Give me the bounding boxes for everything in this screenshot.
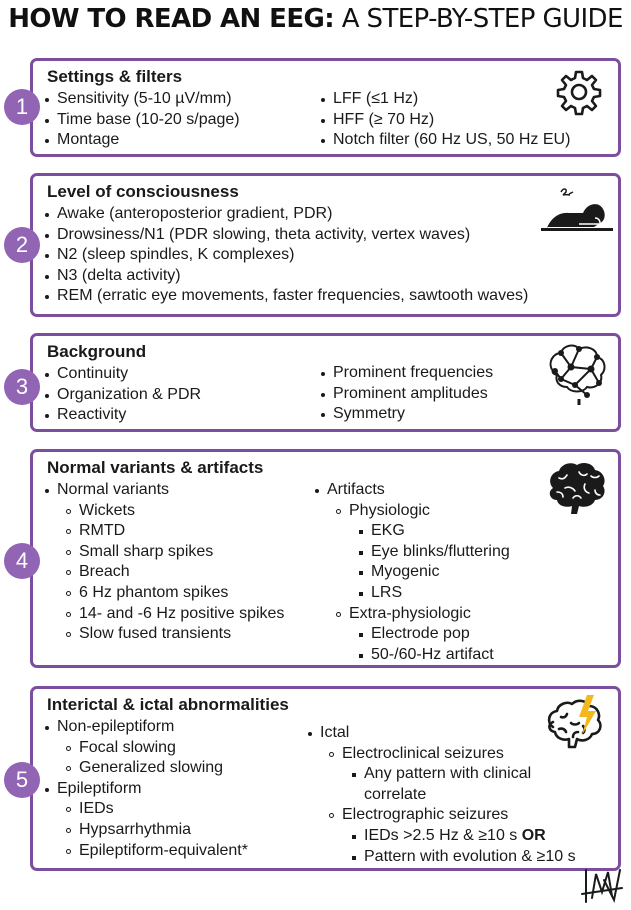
list-item: Wickets bbox=[33, 501, 284, 522]
list-item: Organization & PDR bbox=[33, 385, 201, 406]
list-item: Montage bbox=[33, 130, 240, 151]
step-4-left-list: Normal variants Wickets RMTD Small sharp… bbox=[33, 480, 284, 645]
list-item: Symmetry bbox=[309, 404, 493, 425]
brain-lightning-icon bbox=[547, 695, 602, 749]
list-item: Breach bbox=[33, 562, 284, 583]
list-item: Any pattern with clinical bbox=[296, 764, 576, 785]
list-item: Drowsiness/N1 (PDR slowing, theta activi… bbox=[33, 225, 528, 246]
list-item: RMTD bbox=[33, 521, 284, 542]
list-item: Electroclinical seizures bbox=[296, 744, 576, 765]
step-5-left-list: Non-epileptiform Focal slowing Generaliz… bbox=[33, 717, 248, 861]
list-item: EKG bbox=[303, 521, 510, 542]
step-1-right-list: LFF (≤1 Hz) HFF (≥ 70 Hz) Notch filter (… bbox=[309, 89, 570, 151]
step-5-number-badge: 5 bbox=[4, 762, 40, 798]
list-item: LFF (≤1 Hz) bbox=[309, 89, 570, 110]
list-item: 50-/60-Hz artifact bbox=[303, 645, 510, 666]
list-item: Focal slowing bbox=[33, 738, 248, 759]
step-2-heading: Level of consciousness bbox=[47, 182, 239, 201]
list-item: Epileptiform bbox=[33, 779, 248, 800]
step-1-heading: Settings & filters bbox=[47, 67, 183, 86]
list-item: Prominent amplitudes bbox=[309, 384, 493, 405]
list-item: Myogenic bbox=[303, 562, 510, 583]
list-item: Generalized slowing bbox=[33, 758, 248, 779]
brain-icon bbox=[549, 462, 605, 514]
list-item: IEDs bbox=[33, 799, 248, 820]
list-item: LRS bbox=[303, 583, 510, 604]
page-title: HOW TO READ AN EEG: A STEP-BY-STEP GUIDE bbox=[0, 2, 631, 36]
step-5-heading: Interictal & ictal abnormalities bbox=[47, 695, 289, 714]
list-item: N2 (sleep spindles, K complexes) bbox=[33, 245, 528, 266]
step-3-left-list: Continuity Organization & PDR Reactivity bbox=[33, 364, 201, 426]
step-3-number-badge: 3 bbox=[4, 369, 40, 405]
step-1-left-list: Sensitivity (5-10 µV/mm) Time base (10-2… bbox=[33, 89, 240, 151]
list-item: Eye blinks/fluttering bbox=[303, 542, 510, 563]
list-item: Time base (10-20 s/page) bbox=[33, 110, 240, 131]
title-bold: HOW TO READ AN EEG: bbox=[8, 4, 335, 34]
list-item: Non-epileptiform bbox=[33, 717, 248, 738]
step-4-number-badge: 4 bbox=[4, 543, 40, 579]
step-3-heading: Background bbox=[47, 342, 147, 361]
neural-network-brain-icon bbox=[549, 344, 606, 405]
list-item: Normal variants bbox=[33, 480, 284, 501]
step-1-box: Settings & filters Sensitivity (5-10 µV/… bbox=[30, 58, 621, 157]
list-item: Physiologic bbox=[303, 501, 510, 522]
list-item: Awake (anteroposterior gradient, PDR) bbox=[33, 204, 528, 225]
list-item: 14- and -6 Hz positive spikes bbox=[33, 604, 284, 625]
list-item: Notch filter (60 Hz US, 50 Hz EU) bbox=[309, 130, 570, 151]
list-item: REM (erratic eye movements, faster frequ… bbox=[33, 286, 528, 307]
step-4-right-list: Artifacts Physiologic EKG Eye blinks/flu… bbox=[303, 480, 510, 665]
step-2-list: Awake (anteroposterior gradient, PDR) Dr… bbox=[33, 204, 528, 307]
list-item: Hypsarrhythmia bbox=[33, 820, 248, 841]
list-item: Reactivity bbox=[33, 405, 201, 426]
signature-icon bbox=[581, 869, 623, 904]
list-item: Prominent frequencies bbox=[309, 363, 493, 384]
list-item: Artifacts bbox=[303, 480, 510, 501]
step-5-box: Interictal & ictal abnormalities Non-epi… bbox=[30, 686, 621, 871]
step-4-heading: Normal variants & artifacts bbox=[47, 458, 264, 477]
list-item: HFF (≥ 70 Hz) bbox=[309, 110, 570, 131]
list-item: Sensitivity (5-10 µV/mm) bbox=[33, 89, 240, 110]
step-4-box: Normal variants & artifacts Normal varia… bbox=[30, 449, 621, 668]
list-item: Slow fused transients bbox=[33, 624, 284, 645]
list-item-continuation: correlate bbox=[364, 785, 427, 803]
list-item: Continuity bbox=[33, 364, 201, 385]
list-item: Pattern with evolution & ≥10 s bbox=[296, 847, 576, 868]
list-item: Small sharp spikes bbox=[33, 542, 284, 563]
step-1-number-badge: 1 bbox=[4, 89, 40, 125]
step-2-box: Level of consciousness Awake (anteropost… bbox=[30, 173, 621, 317]
gear-icon bbox=[556, 70, 602, 116]
step-2-number-badge: 2 bbox=[4, 227, 40, 263]
list-item: IEDs >2.5 Hz & ≥10 s OR bbox=[296, 826, 576, 847]
list-item: Electrographic seizures bbox=[296, 805, 576, 826]
sleeping-person-icon bbox=[541, 188, 613, 231]
list-item: 6 Hz phantom spikes bbox=[33, 583, 284, 604]
list-item: Ictal bbox=[296, 723, 576, 744]
list-item-text: IEDs >2.5 Hz & ≥10 s bbox=[364, 826, 522, 844]
step-5-right-list: Ictal Electroclinical seizures Any patte… bbox=[296, 723, 576, 867]
list-item: Epileptiform-equivalent* bbox=[33, 841, 248, 862]
list-item: N3 (delta activity) bbox=[33, 266, 528, 287]
list-item: Extra-physiologic bbox=[303, 604, 510, 625]
list-item: Electrode pop bbox=[303, 624, 510, 645]
title-light: A STEP-BY-STEP GUIDE bbox=[334, 4, 624, 34]
step-3-right-list: Prominent frequencies Prominent amplitud… bbox=[309, 363, 493, 425]
step-3-box: Background Continuity Organization & PDR… bbox=[30, 333, 621, 432]
list-item-emphasis: OR bbox=[521, 826, 546, 844]
